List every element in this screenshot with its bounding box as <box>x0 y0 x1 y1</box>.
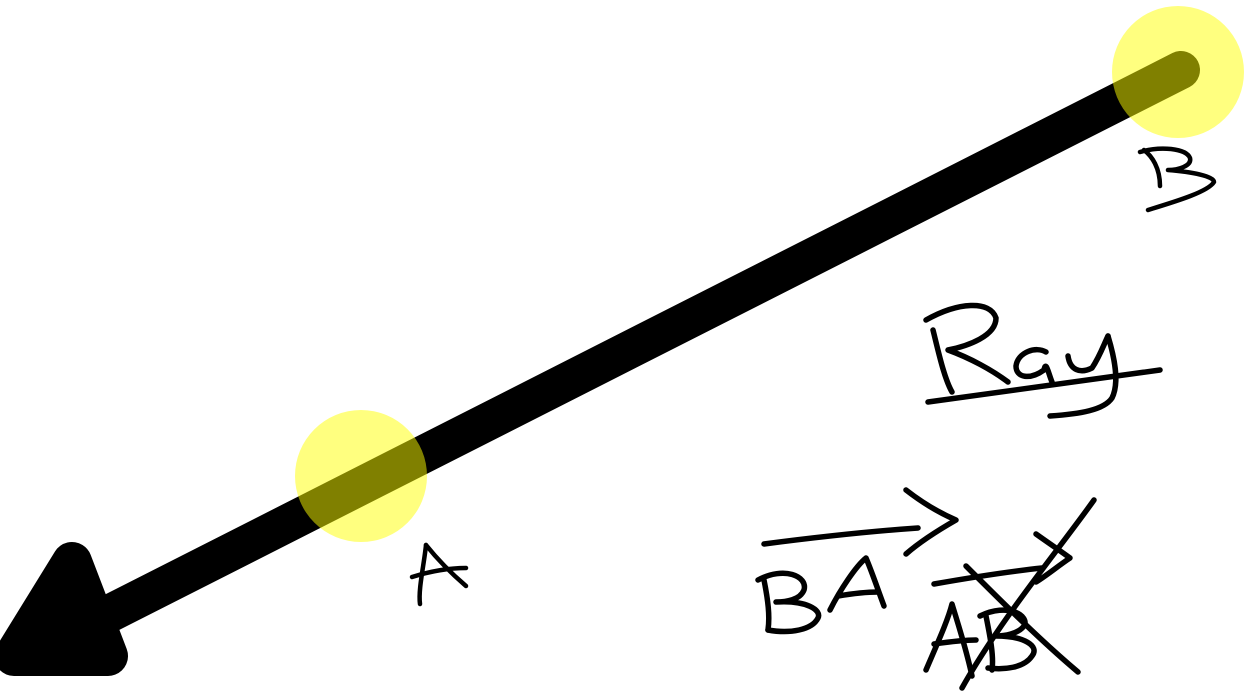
point-b-highlight <box>1112 6 1244 138</box>
ray-arrowhead <box>0 542 128 676</box>
ray-ba <box>0 51 1200 676</box>
point-a-label <box>409 542 469 607</box>
ray-line <box>66 51 1200 645</box>
ray-title <box>923 302 1163 419</box>
incorrect-notation-ab <box>923 497 1097 691</box>
point-b-label <box>1137 146 1217 213</box>
point-a-highlight <box>295 410 427 542</box>
correct-notation-ba <box>755 487 959 635</box>
